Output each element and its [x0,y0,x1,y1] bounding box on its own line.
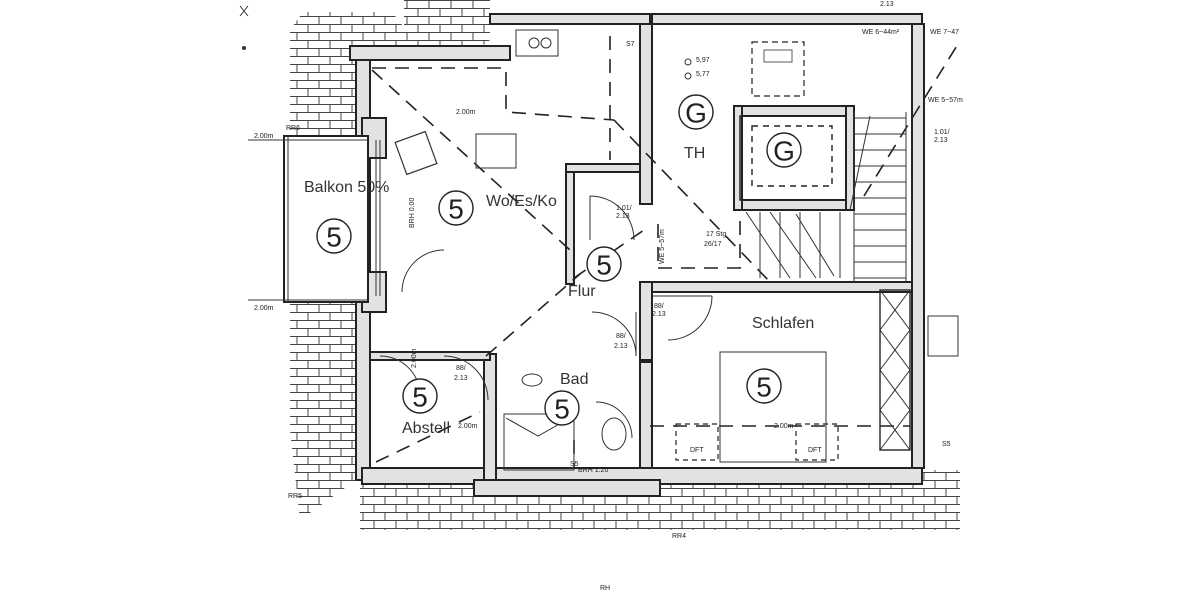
bed [719,351,827,463]
kitchen-sink [515,29,559,57]
rh-label: RH [600,585,610,592]
rr5-label: RR5 [288,493,302,500]
treppenhaus-label: TH [684,145,705,162]
flur-label: Flur [568,283,596,300]
abstell-number: 5 [412,382,428,413]
schlafen-number: 5 [756,372,772,403]
sink-basin [528,37,540,49]
table [475,133,517,169]
wfl-top-2: WE 6~44m² [862,29,900,36]
dim-balkon-top: 2.00m [254,133,274,140]
level-1: 5,97 [696,57,710,64]
level-marker-icon [684,58,692,66]
door-swings [379,195,713,439]
balkon-number: 5 [326,222,342,253]
shaft-label-box [763,49,793,63]
edge-dot-icon [242,46,246,50]
s5-right-label: S5 [942,441,951,448]
door-flur-low-2: 2.13 [614,343,628,350]
balkon-label: Balkon 50% [304,179,389,196]
wohnen-label: Wo/Es/Ko [486,193,557,210]
stove [394,130,438,176]
dim-abstell-vertical: 2.00m [411,348,418,368]
brh-bad: BRH 1.20 [578,467,608,474]
wfl-side: WE 5~57m [928,97,963,104]
door-abstell-2: 2.13 [454,375,468,382]
door-th-2: 2.13 [934,137,948,144]
dft-2-label: DFT [808,447,822,454]
door-flur-1: 1.01/ [616,205,632,212]
brh-wohnen: BRH 0.00 [409,198,416,228]
rr6-label: RR6 [286,125,300,132]
stairs-2: 26/17 [704,241,722,248]
stairs-1: 17 Stg [706,231,726,238]
wfl-top-3: WE 7~47 [930,29,959,36]
abstell-label: Abstell [402,420,450,437]
balcony [248,135,381,303]
wfl-th: WE 5~57m [659,229,666,264]
sink-basin-2 [540,37,552,49]
bad-number: 5 [554,394,570,425]
edge-marker-icon [239,5,249,17]
s7-label: S7 [626,41,635,48]
washbasin [521,373,543,387]
door-flur-2: 2.13 [616,213,630,220]
toilet [601,417,627,451]
wfl-top-1: 2.13 [880,1,894,8]
wohnen-number: 5 [448,194,464,225]
rr4-label: RR4 [672,533,686,540]
s5-label: S5 [570,461,579,468]
skylight-1 [675,423,719,461]
dim-schlafen: 2.00m [774,423,794,430]
wardrobe [879,289,911,451]
door-th-1: 1.01/ [934,129,950,136]
kitchen-sink-neighbor [927,315,959,357]
treppenhaus-marker-2: G [773,136,795,167]
dft-1-label: DFT [690,447,704,454]
level-marker-2-icon [684,72,692,80]
door-abstell-1: 88/ [456,365,466,372]
room-markers [316,94,802,426]
bad-label: Bad [560,371,588,388]
shaft-box [751,41,805,97]
dim-wohnen-top: 2.00m [456,109,476,116]
shower-tray [503,413,575,471]
door-flur-low-1: 88/ [616,333,626,340]
treppenhaus-marker-1: G [685,98,707,129]
flur-number: 5 [596,250,612,281]
door-schlafen-1: 88/ [654,303,664,310]
schlafen-label: Schlafen [752,315,814,332]
skylight-2 [795,423,839,461]
level-2: 5,77 [696,71,710,78]
dim-abstell: 2.00m [458,423,478,430]
dim-balkon-bottom: 2.00m [254,305,274,312]
staircase [739,112,907,282]
door-schlafen-2: 2.13 [652,311,666,318]
